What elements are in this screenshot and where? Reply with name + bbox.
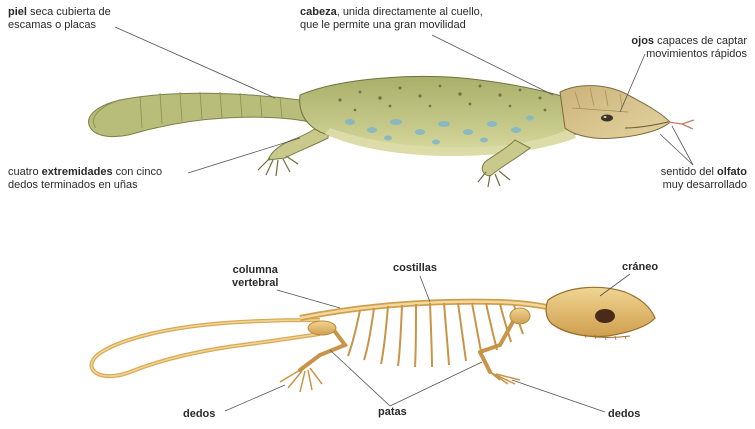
- label-dedos-left: dedos: [183, 408, 215, 421]
- label-piel: piel seca cubierta de escamas o placas: [8, 6, 111, 32]
- label-craneo: cráneo: [622, 261, 658, 274]
- lizard-head: [560, 86, 670, 139]
- skeleton-front-toes: [490, 372, 520, 384]
- skeleton-tail: [92, 320, 320, 376]
- label-costillas: costillas: [393, 262, 437, 275]
- label-patas: patas: [378, 406, 407, 419]
- lizard-tail: [89, 93, 310, 136]
- label-dedos-right: dedos: [608, 408, 640, 421]
- lizard-skeleton-illustration: [92, 287, 655, 392]
- label-columna-vertebral: columna vertebral: [232, 264, 278, 290]
- label-cabeza: cabeza, unida directamente al cuello, qu…: [300, 6, 483, 32]
- label-ojos: ojos capaces de captar movimientos rápid…: [631, 35, 747, 61]
- lizard-tongue: [668, 120, 694, 129]
- lizard-eye: [601, 115, 613, 122]
- skeleton-ribs: [348, 303, 523, 367]
- skeleton-front-limb: [480, 318, 515, 372]
- label-olfato: sentido del olfato muy desarrollado: [661, 166, 747, 192]
- lizard-illustration: [89, 76, 694, 187]
- skull-orbit: [595, 309, 615, 323]
- label-extremidades: cuatro extremidades con cinco dedos term…: [8, 166, 162, 192]
- skeleton-hind-toes: [280, 368, 322, 392]
